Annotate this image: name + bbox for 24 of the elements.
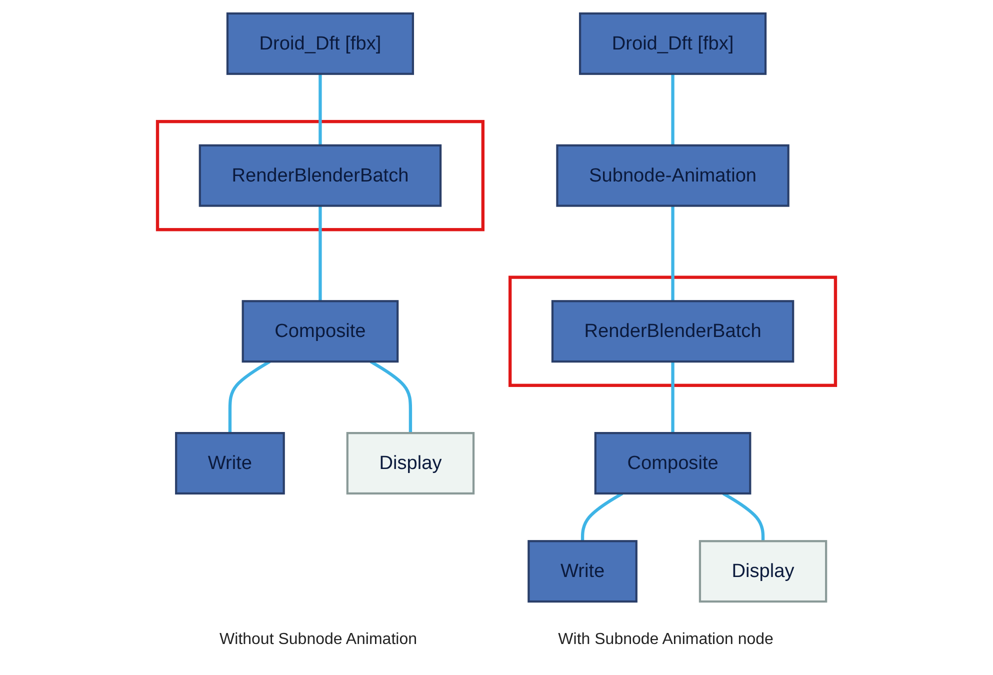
connector bbox=[671, 74, 674, 146]
node-box: Write bbox=[175, 432, 285, 494]
node-box: Composite bbox=[594, 432, 752, 494]
cluster bbox=[156, 120, 484, 232]
node-box: Subnode-Animation bbox=[556, 144, 790, 207]
node-box: Droid_Dft [fbx] bbox=[578, 12, 767, 75]
node-box: Composite bbox=[242, 300, 399, 363]
connector bbox=[722, 492, 765, 542]
node-box: Display bbox=[346, 432, 475, 494]
caption-text: With Subnode Animation node bbox=[558, 631, 774, 649]
node-box: Display bbox=[698, 540, 828, 603]
node-box: Droid_Dft [fbx] bbox=[226, 12, 414, 75]
connector bbox=[671, 362, 674, 434]
caption-text: Without Subnode Animation bbox=[220, 631, 417, 649]
connector bbox=[318, 206, 322, 302]
connector bbox=[318, 74, 322, 146]
node-box: RenderBlenderBatch bbox=[551, 300, 794, 363]
node-box: Write bbox=[528, 540, 638, 603]
connector bbox=[228, 360, 271, 434]
connector bbox=[580, 492, 624, 542]
connector bbox=[370, 360, 412, 434]
connector bbox=[671, 206, 674, 302]
cluster bbox=[508, 276, 838, 387]
node-box: RenderBlenderBatch bbox=[198, 144, 442, 207]
